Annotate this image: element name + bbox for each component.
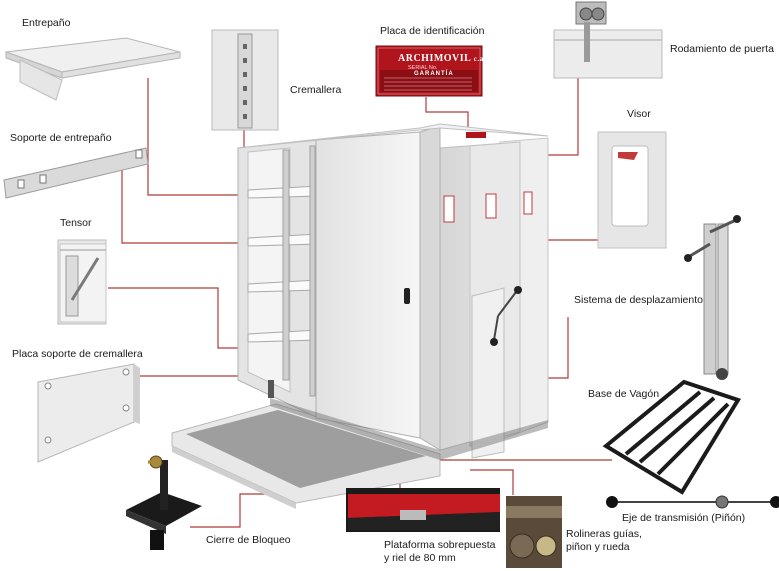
thumb-tensor xyxy=(59,243,107,323)
thumb-visor xyxy=(597,131,667,249)
thumb-rodamiento xyxy=(553,1,663,79)
plate-guarantee: GARANTÍA xyxy=(414,71,454,77)
thumb-placa-identificacion xyxy=(375,45,483,97)
label-entrepano: Entrepaño xyxy=(22,17,71,29)
thumb-base-vagon xyxy=(602,379,742,495)
label-eje-transmision: Eje de transmisión (Piñón) xyxy=(622,512,746,524)
thumb-sistema-desplazamiento xyxy=(684,215,741,380)
label-soporte-entrepano: Soporte de entrepaño xyxy=(10,132,112,144)
thumb-cierre-bloqueo xyxy=(126,455,202,550)
thumb-plataforma xyxy=(346,488,500,532)
leader-rolineras xyxy=(470,469,514,495)
label-cierre-bloqueo: Cierre de Bloqueo xyxy=(206,534,291,546)
thumb-rolineras xyxy=(506,496,562,568)
leader-placa-id xyxy=(425,97,469,130)
leader-eje xyxy=(435,455,612,461)
label-rodamiento-puerta: Rodamiento de puerta xyxy=(670,43,774,55)
thumb-eje-transmision xyxy=(606,495,779,509)
plate-brand-name: ARCHIMOVIL xyxy=(398,53,471,64)
label-placa-soporte-cremallera: Placa soporte de cremallera xyxy=(12,348,143,360)
thumb-entrepano xyxy=(5,37,181,101)
label-cremallera: Cremallera xyxy=(290,84,342,96)
floor-platform xyxy=(171,403,441,509)
leader-entrepano xyxy=(147,78,250,196)
leader-cierre xyxy=(190,493,270,528)
mobile-archive-cabinet xyxy=(237,123,549,460)
thumb-placa-soporte xyxy=(37,363,140,463)
plate-brand-suffix: c.a. xyxy=(473,55,486,63)
label-sistema-desplazamiento: Sistema de desplazamiento xyxy=(574,294,703,306)
leader-soporte-entrepano xyxy=(121,168,252,244)
label-base-vagon: Base de Vagón xyxy=(588,388,660,400)
label-rolineras: Rolineras guías, piñon y rueda xyxy=(566,528,642,553)
label-tensor: Tensor xyxy=(60,217,92,229)
plate-brand: ARCHIMOVIL c.a. xyxy=(398,52,486,66)
label-placa-identificacion: Placa de identificación xyxy=(380,25,485,37)
plate-serial: SERIAL No. xyxy=(408,65,438,71)
label-plataforma: Plataforma sobrepuesta y riel de 80 mm xyxy=(384,539,496,564)
label-visor: Visor xyxy=(627,108,651,120)
thumb-soporte-entrepano xyxy=(3,147,149,199)
thumb-cremallera xyxy=(211,29,279,131)
